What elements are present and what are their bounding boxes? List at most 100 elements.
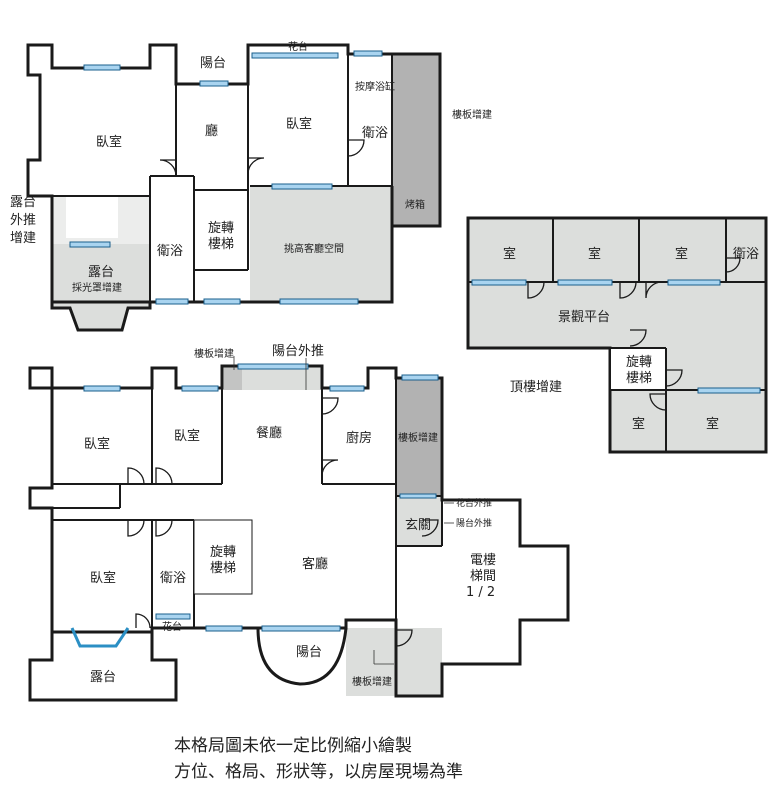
elevator-label-3: 1 / 2: [466, 585, 495, 600]
roof-floor-plan: 頂樓增建 室 室 室 衛浴 景觀平台 旋轉 樓梯 室 室: [466, 216, 768, 454]
window: [203, 298, 241, 305]
terrace-push-label-2: 外推: [10, 213, 36, 228]
entrance-label: 玄關: [405, 518, 431, 533]
balcony-blob: [256, 627, 348, 686]
window: [155, 298, 189, 305]
upper-massage-tub-label: 按摩浴缸: [355, 80, 395, 93]
terrace-push-label-3: 增建: [10, 231, 36, 246]
upper-terrace-bay: [50, 302, 152, 332]
main-floor-plan: 樓板增建 陽台外推 臥室 臥室 餐廳 廚房 樓板增建 花台外推 陽台外推 玄關 …: [28, 344, 570, 702]
window: [399, 493, 437, 499]
dining-label: 餐廳: [256, 425, 282, 441]
window: [557, 279, 613, 286]
door: [321, 397, 339, 415]
window: [697, 387, 761, 394]
roof-room-2-label: 室: [588, 246, 601, 262]
terrace-push-label-1: 露台: [10, 195, 36, 210]
window: [199, 80, 229, 87]
upper-bedroom-mid-label: 臥室: [286, 116, 312, 132]
window: [205, 625, 243, 632]
window: [353, 50, 383, 57]
main-bedroom-sw-label: 臥室: [90, 570, 116, 586]
floor-ext-top-area: [224, 366, 242, 390]
door: [725, 257, 741, 273]
roof-outer-wall: [466, 216, 768, 454]
roof-room-5-label: 室: [706, 416, 719, 432]
floor-ext-right-area: [396, 378, 442, 496]
double-height-label: 挑高客廳空間: [284, 242, 344, 255]
terrace-outline: [28, 632, 178, 702]
double-height-area: [250, 186, 392, 302]
roof-stair-label-1: 旋轉: [626, 355, 652, 370]
main-terrace-label: 露台: [90, 670, 116, 685]
kitchen-label: 廚房: [346, 430, 372, 446]
door: [665, 369, 683, 387]
window: [251, 52, 339, 59]
upper-hall-label: 廳: [205, 123, 218, 139]
window: [279, 298, 359, 305]
door: [395, 629, 413, 647]
flower-push-label: 花台外推: [456, 497, 492, 509]
terrace-bay-fill: [52, 302, 150, 330]
main-balcony-label: 陽台: [296, 645, 322, 660]
entrance-area: [396, 496, 442, 546]
window: [261, 625, 341, 632]
upper-floor-extension-label: 樓板增建: [452, 108, 492, 121]
door: [619, 281, 637, 299]
main-stair-box: [193, 519, 253, 595]
elevator-label-1: 電樓: [470, 553, 496, 568]
roof-stair-label-2: 樓梯: [626, 371, 652, 386]
roof-fill: [468, 218, 766, 452]
roof-stair-box: [611, 349, 665, 389]
window: [271, 183, 333, 190]
door: [159, 159, 177, 177]
terrace-push-fill: [52, 196, 150, 244]
floor-ext-right-label: 樓板增建: [398, 431, 438, 444]
upper-outer-wall: [26, 43, 442, 304]
note-line-1: 本格局圖未依一定比例縮小繪製: [174, 736, 412, 756]
window: [69, 241, 111, 248]
upper-bath-right-label: 衛浴: [362, 126, 388, 141]
roof-room-4-label: 室: [632, 416, 645, 432]
upper-flower-bed-label: 花台: [288, 40, 308, 53]
balcony-push-small-label: 陽台外推: [456, 517, 492, 529]
upper-floor-plan: 臥室 陽台 花台 廳 臥室 按摩浴缸 衛浴 樓板增建 烤箱 露台 外推 增建 衛…: [10, 40, 492, 332]
door: [155, 519, 173, 537]
elevator-label-2: 梯間: [470, 569, 496, 584]
upper-balcony-label: 陽台: [200, 56, 226, 71]
roof-bath-label: 衛浴: [733, 247, 759, 262]
door: [127, 467, 145, 485]
floor-ext-bottom-area: [346, 628, 442, 696]
door: [135, 613, 151, 629]
door: [649, 393, 667, 411]
upper-bedroom-nw-label: 臥室: [96, 134, 122, 150]
window: [471, 279, 527, 286]
window: [155, 613, 191, 620]
roof-platform-label: 景觀平台: [558, 310, 610, 325]
terrace-area: [52, 244, 150, 302]
door: [321, 459, 339, 477]
window: [83, 385, 121, 392]
door: [155, 467, 173, 485]
main-bedroom-mid-label: 臥室: [174, 428, 200, 444]
note-line-2: 方位、格局、形狀等，以房屋現場為準: [174, 762, 463, 782]
upper-terrace-label: 露台: [88, 265, 114, 280]
window: [237, 363, 309, 370]
floor-extension-dark: [392, 54, 440, 226]
upper-oven-label: 烤箱: [405, 198, 425, 211]
window: [401, 374, 439, 381]
roof-title: 頂樓增建: [510, 380, 562, 395]
main-stair-label-1: 旋轉: [210, 545, 236, 560]
main-stair-label-2: 樓梯: [210, 561, 236, 576]
door: [247, 157, 265, 175]
door: [127, 519, 145, 537]
door: [421, 519, 439, 537]
door: [527, 281, 545, 299]
door: [645, 281, 663, 299]
upper-stair-label-1: 旋轉: [208, 221, 234, 236]
floor-ext-bottom-label: 樓板增建: [352, 675, 392, 688]
window: [181, 385, 219, 392]
door: [629, 329, 647, 347]
main-bath-label: 衛浴: [160, 571, 186, 586]
